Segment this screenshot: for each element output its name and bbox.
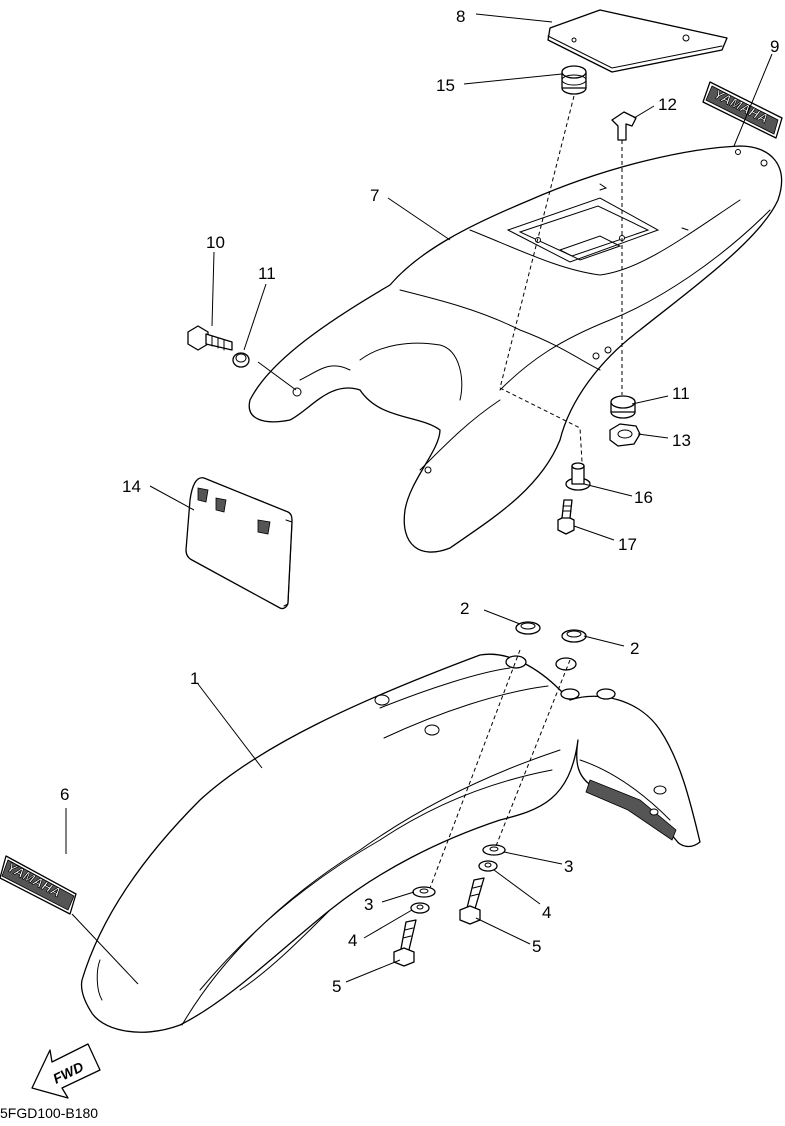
part-5-bolt-right (459, 877, 485, 925)
callout-11-left: 11 (258, 264, 276, 283)
callout-11-right: 11 (672, 384, 690, 403)
callout-10: 10 (206, 233, 225, 252)
callouts: 8 15 12 9 7 10 11 11 13 16 17 14 2 2 1 3… (60, 7, 779, 996)
callout-5-right: 5 (532, 937, 541, 956)
part-6-decal: YAMAHA (0, 855, 77, 915)
part-4-lockwasher-right (478, 860, 498, 872)
callout-13: 13 (672, 431, 691, 450)
part-11-washer-left (232, 352, 250, 368)
part-2-grommet-right (561, 629, 587, 643)
part-2-grommet-left (515, 621, 541, 635)
callout-9: 9 (770, 37, 779, 56)
part-16-collar (565, 462, 591, 491)
assembly-lines (429, 95, 623, 889)
callout-3-left: 3 (364, 895, 373, 914)
callout-5-left: 5 (332, 977, 341, 996)
callout-2-left: 2 (460, 599, 469, 618)
part-12-clip (611, 111, 637, 141)
part-4-lockwasher-left (410, 902, 430, 914)
fwd-arrow: FWD (31, 1043, 101, 1099)
part-7-rear-fender (248, 145, 783, 553)
callout-4-right: 4 (542, 903, 551, 922)
part-17-bolt (557, 499, 575, 535)
leader-lines (65, 13, 773, 985)
callout-1: 1 (190, 669, 199, 688)
callout-14: 14 (122, 477, 141, 496)
part-10-bolt (187, 325, 233, 351)
callout-17: 17 (618, 535, 637, 554)
part-11-washer-right (610, 395, 636, 419)
part-13-nut (609, 423, 641, 447)
part-9-decal: YAMAHA (702, 81, 783, 139)
callout-3-right: 3 (564, 857, 573, 876)
callout-6: 6 (60, 785, 69, 804)
callout-12: 12 (658, 95, 677, 114)
part-15-grommet (561, 65, 587, 95)
callout-7: 7 (370, 186, 379, 205)
part-3-washer-left (412, 886, 436, 898)
part-3-washer-right (482, 844, 506, 856)
part-5-bolt-left (393, 919, 417, 967)
part-14-plate (185, 477, 293, 610)
part-1-front-fender (80, 653, 701, 1033)
callout-4-left: 4 (348, 931, 357, 950)
callout-15: 15 (436, 76, 455, 95)
callout-2-right: 2 (630, 639, 639, 658)
drawing-code: 5FGD100-B180 (0, 1105, 98, 1121)
callout-16: 16 (634, 488, 653, 507)
callout-8: 8 (456, 7, 465, 26)
part-8-plate (547, 9, 728, 73)
